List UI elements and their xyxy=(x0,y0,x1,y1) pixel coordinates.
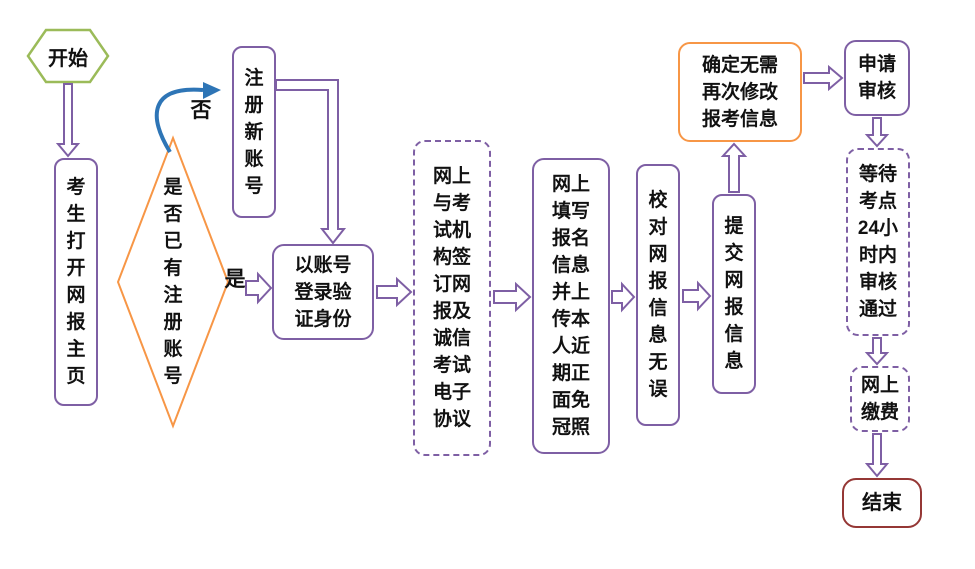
confirm-no-change-label: 确定无需再次修改报考信息 xyxy=(701,54,778,130)
arrow-pay-to-end xyxy=(864,433,890,478)
node-fill-info: 网上填写报名信息并上传本人近期正面免冠照 xyxy=(532,158,610,454)
login-verify-label: 以账号登录验证身份 xyxy=(294,254,352,330)
node-register-new: 注册新账号 xyxy=(232,46,276,218)
node-proofread: 校对网报信息无误 xyxy=(636,164,680,426)
proofread-label: 校对网报信息无误 xyxy=(648,190,668,400)
node-submit: 提交网报信息 xyxy=(712,194,756,394)
branch-label-yes: 是 xyxy=(224,268,246,291)
arrow-submit-to-confirm xyxy=(720,142,748,193)
arrow-apply-to-wait xyxy=(864,117,890,148)
apply-review-label: 申请审核 xyxy=(857,54,896,102)
start-hexagon-shape xyxy=(26,28,110,84)
arrow-yes-to-login xyxy=(245,271,273,305)
arrow-fillinfo-to-proofread xyxy=(611,281,636,313)
start-label: 开始 xyxy=(48,47,88,70)
decision-diamond-shape xyxy=(116,135,230,429)
node-login-verify: 以账号登录验证身份 xyxy=(272,244,374,340)
arrow-proofread-to-submit xyxy=(682,280,712,312)
fill-info-label: 网上填写报名信息并上传本人近期正面免冠照 xyxy=(551,174,590,438)
node-confirm-no-change: 确定无需再次修改报考信息 xyxy=(678,42,802,142)
arrow-wait-to-pay xyxy=(864,337,890,366)
arrow-confirm-to-apply xyxy=(803,64,844,92)
node-open-homepage: 考生打开网报主页 xyxy=(54,158,98,406)
node-end: 结束 xyxy=(842,478,922,528)
node-sign-agreement: 网上与考试机构签订网报及诚信考试电子协议 xyxy=(413,140,491,456)
node-wait-review: 等待考点24小时内审核通过 xyxy=(846,148,910,336)
open-homepage-label: 考生打开网报主页 xyxy=(66,177,86,387)
register-new-label: 注册新账号 xyxy=(244,67,264,197)
arrow-agreement-to-fillinfo xyxy=(493,281,532,313)
wait-review-label: 等待考点24小时内审核通过 xyxy=(857,164,899,320)
start-node: 开始 xyxy=(28,30,108,82)
branch-label-no: 否 xyxy=(190,99,212,122)
arrow-login-to-agreement xyxy=(376,276,413,308)
decision-label: 是否已有注册账号 xyxy=(163,177,183,387)
arrow-no-curve-head xyxy=(203,82,221,99)
submit-label: 提交网报信息 xyxy=(724,216,744,372)
decision-node: 是否已有注册账号 xyxy=(159,170,187,394)
arrow-no-curve xyxy=(154,87,204,154)
end-label: 结束 xyxy=(862,491,902,514)
node-apply-review: 申请审核 xyxy=(844,40,910,116)
arrow-register-to-login xyxy=(275,79,347,245)
sign-agreement-label: 网上与考试机构签订网报及诚信考试电子协议 xyxy=(432,166,471,430)
arrow-start-to-homepage xyxy=(55,83,81,158)
pay-online-label: 网上缴费 xyxy=(860,375,899,423)
node-pay-online: 网上缴费 xyxy=(850,366,910,432)
